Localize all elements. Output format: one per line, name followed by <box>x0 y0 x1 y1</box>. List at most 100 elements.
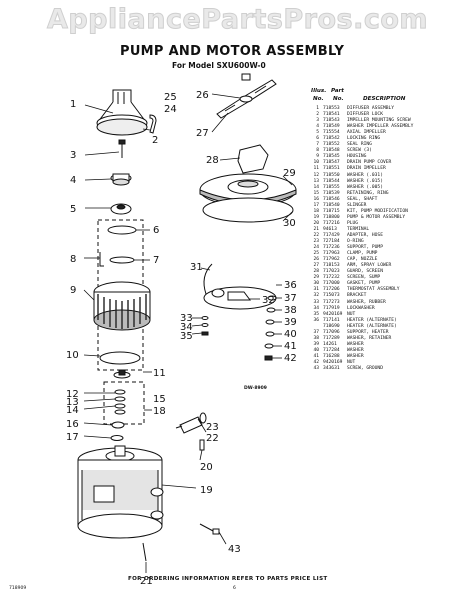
callout-1: 1 <box>70 99 76 110</box>
illus-number: 5 <box>316 130 319 136</box>
page-number: 6 <box>233 586 236 591</box>
part-number: 717000 <box>323 281 340 287</box>
part-description: GASKET, PUMP <box>347 281 381 287</box>
part-number: 718543 <box>323 118 340 124</box>
part-number: 718548 <box>323 148 340 154</box>
part-number: 718544 <box>323 178 340 184</box>
part-description: WASHER <box>347 347 364 353</box>
header-part-2: No. <box>333 96 344 102</box>
callout-27: 27 <box>196 128 209 139</box>
callout-12: 12 <box>66 389 79 400</box>
part-description: SLINGER <box>347 202 367 208</box>
terminal-part <box>142 542 147 562</box>
callout-6: 6 <box>153 225 159 236</box>
illus-number: 9 <box>316 154 319 160</box>
part-description: THERMOSTAT ASSEMBLY <box>347 287 400 293</box>
part-description: O-RING <box>347 239 364 245</box>
illus-number: 3 <box>316 118 319 124</box>
illus-number: 38 <box>313 335 319 341</box>
callout-39: 39 <box>284 317 297 328</box>
part-description: PLUG <box>347 220 359 226</box>
illus-number: 35 <box>313 311 319 317</box>
part-number: 717236 <box>323 245 340 251</box>
part-number: 717284 <box>323 347 340 353</box>
callout-15: 15 <box>153 394 166 405</box>
illus-number: 42 <box>313 359 319 365</box>
part-description: GUARD, SCREEN <box>347 269 383 275</box>
part-description: SCREEN, SUMP <box>347 275 381 281</box>
callout-10: 10 <box>66 350 79 361</box>
illus-number: 36 <box>313 317 319 323</box>
part-description: DIFFUSER ASSEMBLY <box>347 106 395 111</box>
part-number: 9420169 <box>323 359 343 365</box>
illus-number: 27 <box>313 263 319 269</box>
part-description: CAP, NOZZLE <box>347 257 378 263</box>
shaft-seal-part <box>111 421 125 429</box>
illus-number: 23 <box>313 239 319 245</box>
part-description: WASHER, RUBBER <box>347 299 386 305</box>
part-description: SUPPORT, HEATER <box>347 329 389 335</box>
part-number: 718542 <box>323 136 340 142</box>
part-description: WASHER (.031) <box>347 172 383 178</box>
diffuser-assembly-part <box>96 89 148 136</box>
parts-list-row: 30 717000 GASKET, PUMP <box>308 281 413 287</box>
illus-number: 33 <box>313 299 319 305</box>
part-number: 718540 <box>323 202 340 208</box>
part-number: 718552 <box>323 142 340 148</box>
callout-28: 28 <box>206 155 219 166</box>
illus-number: 25 <box>313 251 319 257</box>
part-number: 717206 <box>323 287 340 293</box>
page-title: PUMP AND MOTOR ASSEMBLY <box>120 44 345 59</box>
part-description: RETAINING, RING <box>347 190 389 196</box>
callout-31: 31 <box>190 262 203 273</box>
callout-17: 17 <box>66 432 79 443</box>
seal-ring-part <box>109 256 135 264</box>
illus-number: 39 <box>313 341 319 347</box>
callout-41: 41 <box>284 341 297 352</box>
page-code: 718909 <box>9 586 27 591</box>
callout-40: 40 <box>284 329 297 340</box>
callout-7: 7 <box>153 255 159 266</box>
washer-impeller-part <box>110 173 132 186</box>
callout-30: 30 <box>283 218 296 229</box>
callout-32: 32 <box>262 295 275 306</box>
illus-number: 18 <box>313 208 319 214</box>
callout-8: 8 <box>70 254 76 265</box>
callout-36: 36 <box>284 280 297 291</box>
illus-number: 17 <box>313 202 319 208</box>
part-description: IMPELLER MOUNTING SCREW <box>347 118 411 124</box>
illus-number: 8 <box>316 148 319 154</box>
part-description: PUMP & MOTOR ASSEMBLY <box>347 214 406 220</box>
callout-42: 42 <box>284 353 297 364</box>
part-number: 718715 <box>323 208 340 214</box>
part-number: 718539 <box>323 190 340 196</box>
part-description: DRAIN IMPELLER <box>347 166 386 172</box>
part-number: 717216 <box>323 220 340 226</box>
callout-23: 23 <box>206 422 219 433</box>
illus-number: 19 <box>313 214 319 220</box>
pump-motor-part <box>77 445 164 539</box>
illus-number: 30 <box>313 281 319 287</box>
callout-2: 2 <box>152 135 158 146</box>
parts-list-row: 3 718543 IMPELLER MOUNTING SCREW <box>308 118 413 124</box>
